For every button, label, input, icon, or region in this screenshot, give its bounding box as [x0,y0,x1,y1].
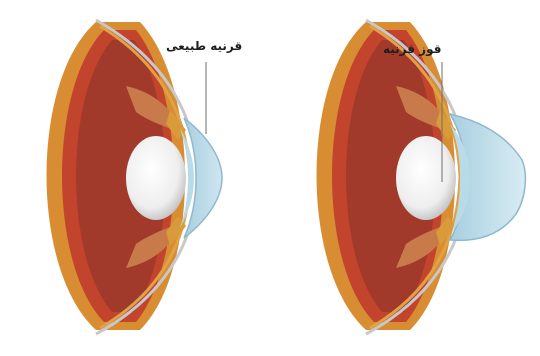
normal-cornea-illustration [0,0,270,356]
keratoconus-label: قوز قرنیه [383,42,441,56]
normal-cornea-label: قرنیه طبیعی [166,39,242,53]
lens [396,136,456,220]
lens [126,136,186,220]
